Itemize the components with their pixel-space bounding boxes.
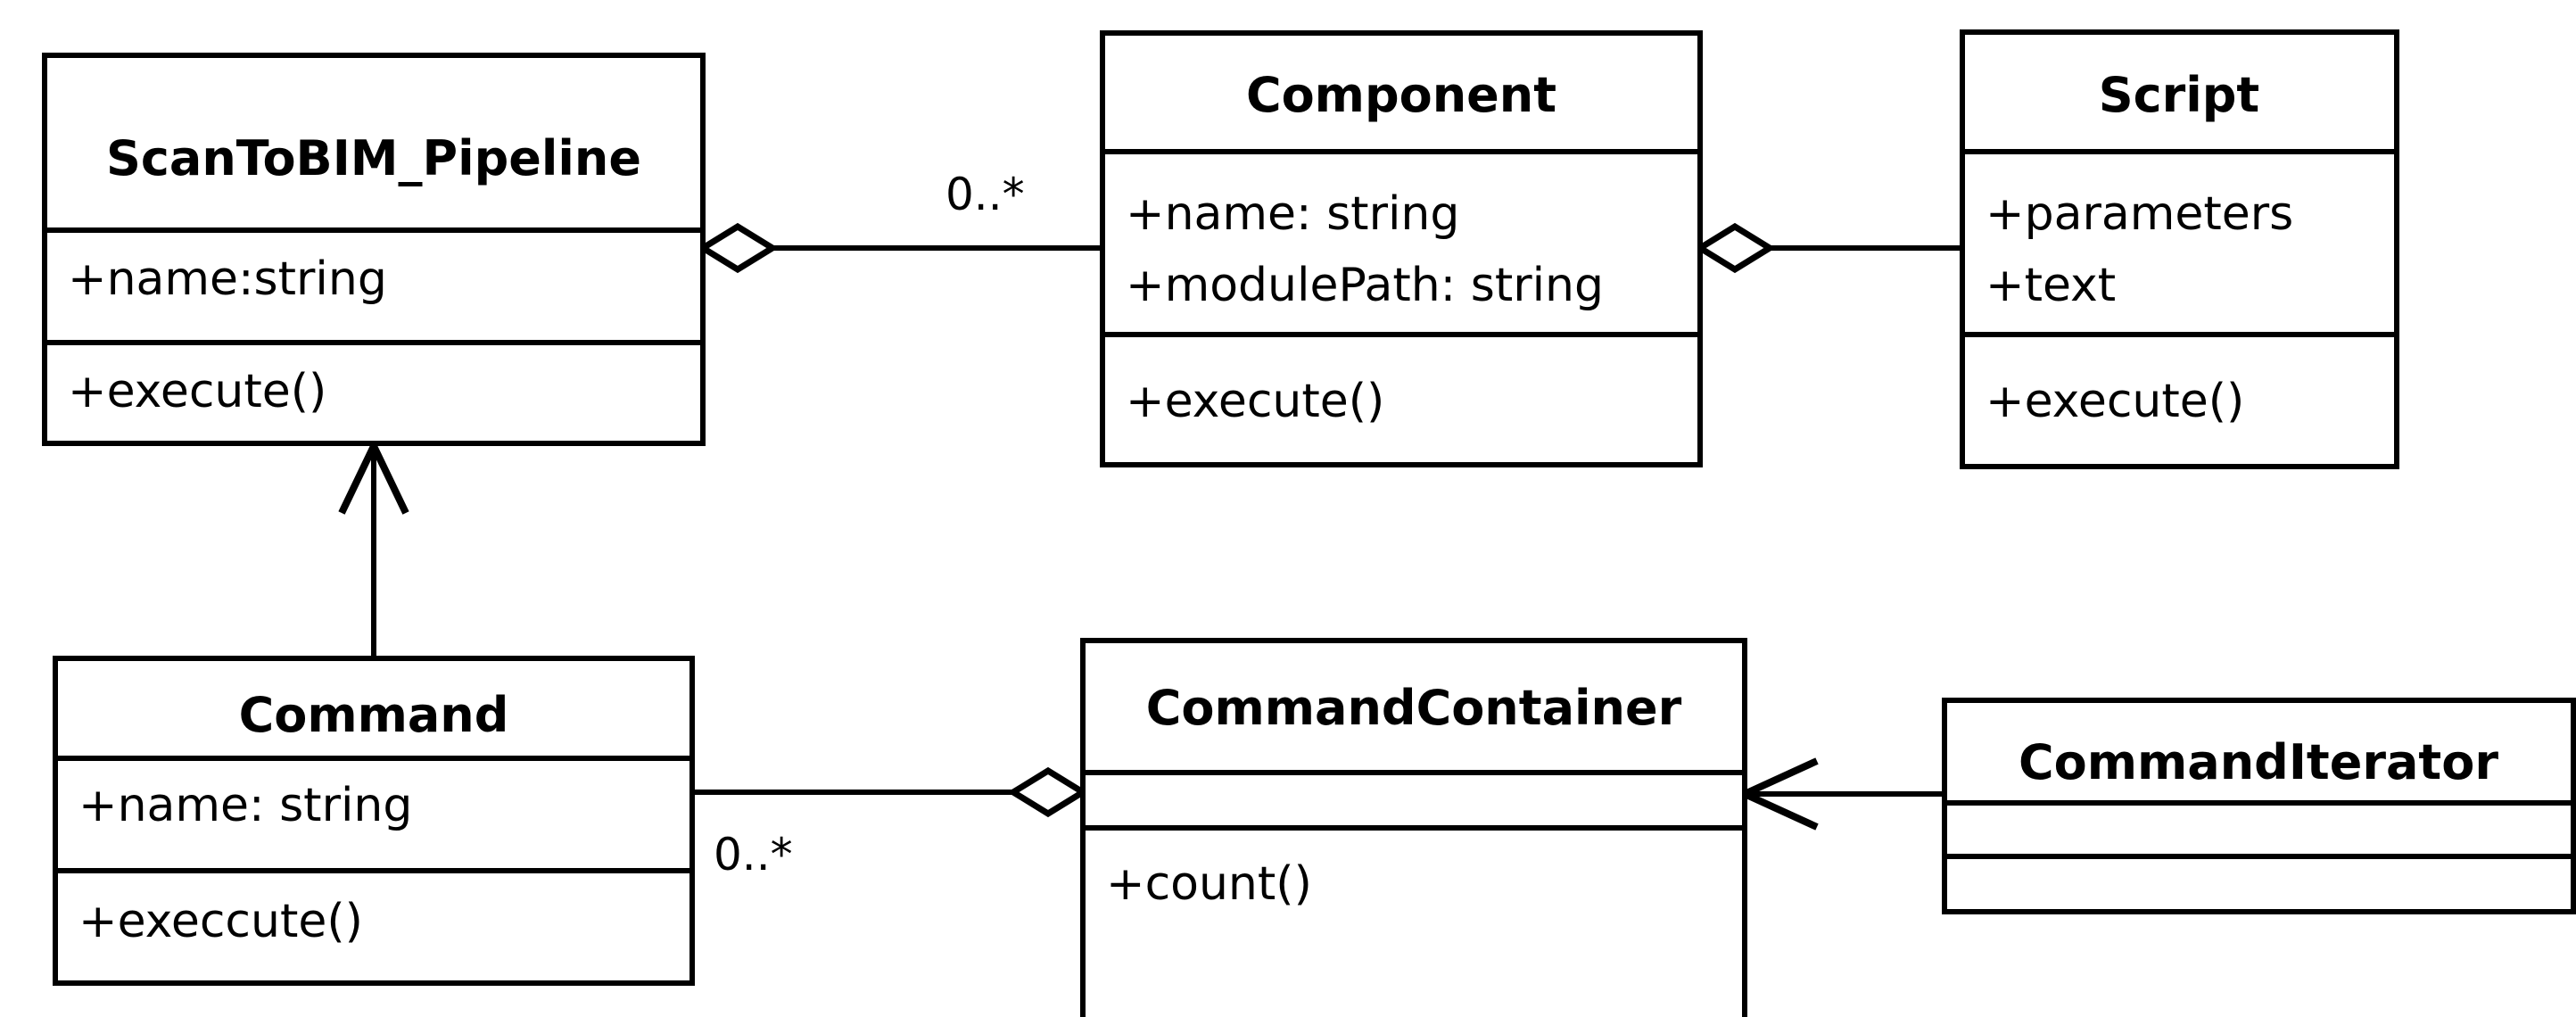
class-box-component[interactable]: Component +name: string +modulePath: str… — [1100, 30, 1703, 467]
relationship-pipeline-component[interactable]: 0..* — [697, 169, 1102, 274]
class-box-command[interactable]: Command +name: string +execcute() — [53, 656, 695, 986]
class-attribute: +name: string — [78, 779, 412, 832]
class-outline — [42, 53, 706, 446]
aggregation-diamond-icon — [1007, 766, 1089, 818]
aggregation-diamond-icon — [697, 222, 779, 274]
relationship-iterator-container[interactable] — [1736, 757, 1944, 831]
class-name-label: Script — [2099, 67, 2260, 123]
relationship-command-inherits-pipeline[interactable] — [338, 437, 409, 658]
class-box-script[interactable]: Script +parameters +text +execute() — [1960, 29, 2399, 469]
multiplicity-label-command-container: 0..* — [714, 829, 793, 881]
relationship-component-script[interactable] — [1694, 222, 1962, 274]
class-name-label: Command — [239, 687, 509, 743]
class-operation: +execcute() — [78, 895, 363, 948]
class-operation: +count() — [1106, 857, 1312, 911]
class-box-commandcontainer[interactable]: CommandContainer +count() — [1080, 638, 1747, 1017]
class-operation: +execute() — [1126, 375, 1384, 428]
class-box-scantobim-pipeline[interactable]: ScanToBIM_Pipeline +name:string +execute… — [42, 53, 706, 446]
class-attribute: +name: string — [1126, 187, 1459, 241]
class-outline — [1942, 698, 2576, 914]
class-name-label: Component — [1246, 67, 1556, 123]
class-attribute: +name:string — [68, 252, 387, 306]
relationship-command-container[interactable]: 0..* — [692, 766, 1089, 881]
multiplicity-label-pipeline-component: 0..* — [945, 169, 1025, 220]
class-box-commanditerator[interactable]: CommandIterator — [1942, 698, 2576, 914]
class-operation: +execute() — [68, 365, 326, 418]
class-name-label: CommandIterator — [2019, 734, 2498, 790]
class-attribute: +text — [1986, 259, 2116, 312]
class-operation: +execute() — [1986, 375, 2244, 428]
class-outline — [1960, 29, 2399, 469]
class-outline — [53, 656, 695, 986]
class-attribute: +modulePath: string — [1126, 259, 1604, 312]
class-name-label: ScanToBIM_Pipeline — [106, 130, 641, 186]
aggregation-diamond-icon — [1694, 222, 1776, 274]
class-attribute: +parameters — [1986, 187, 2293, 241]
class-name-label: CommandContainer — [1146, 680, 1682, 736]
class-outline — [1100, 30, 1703, 467]
